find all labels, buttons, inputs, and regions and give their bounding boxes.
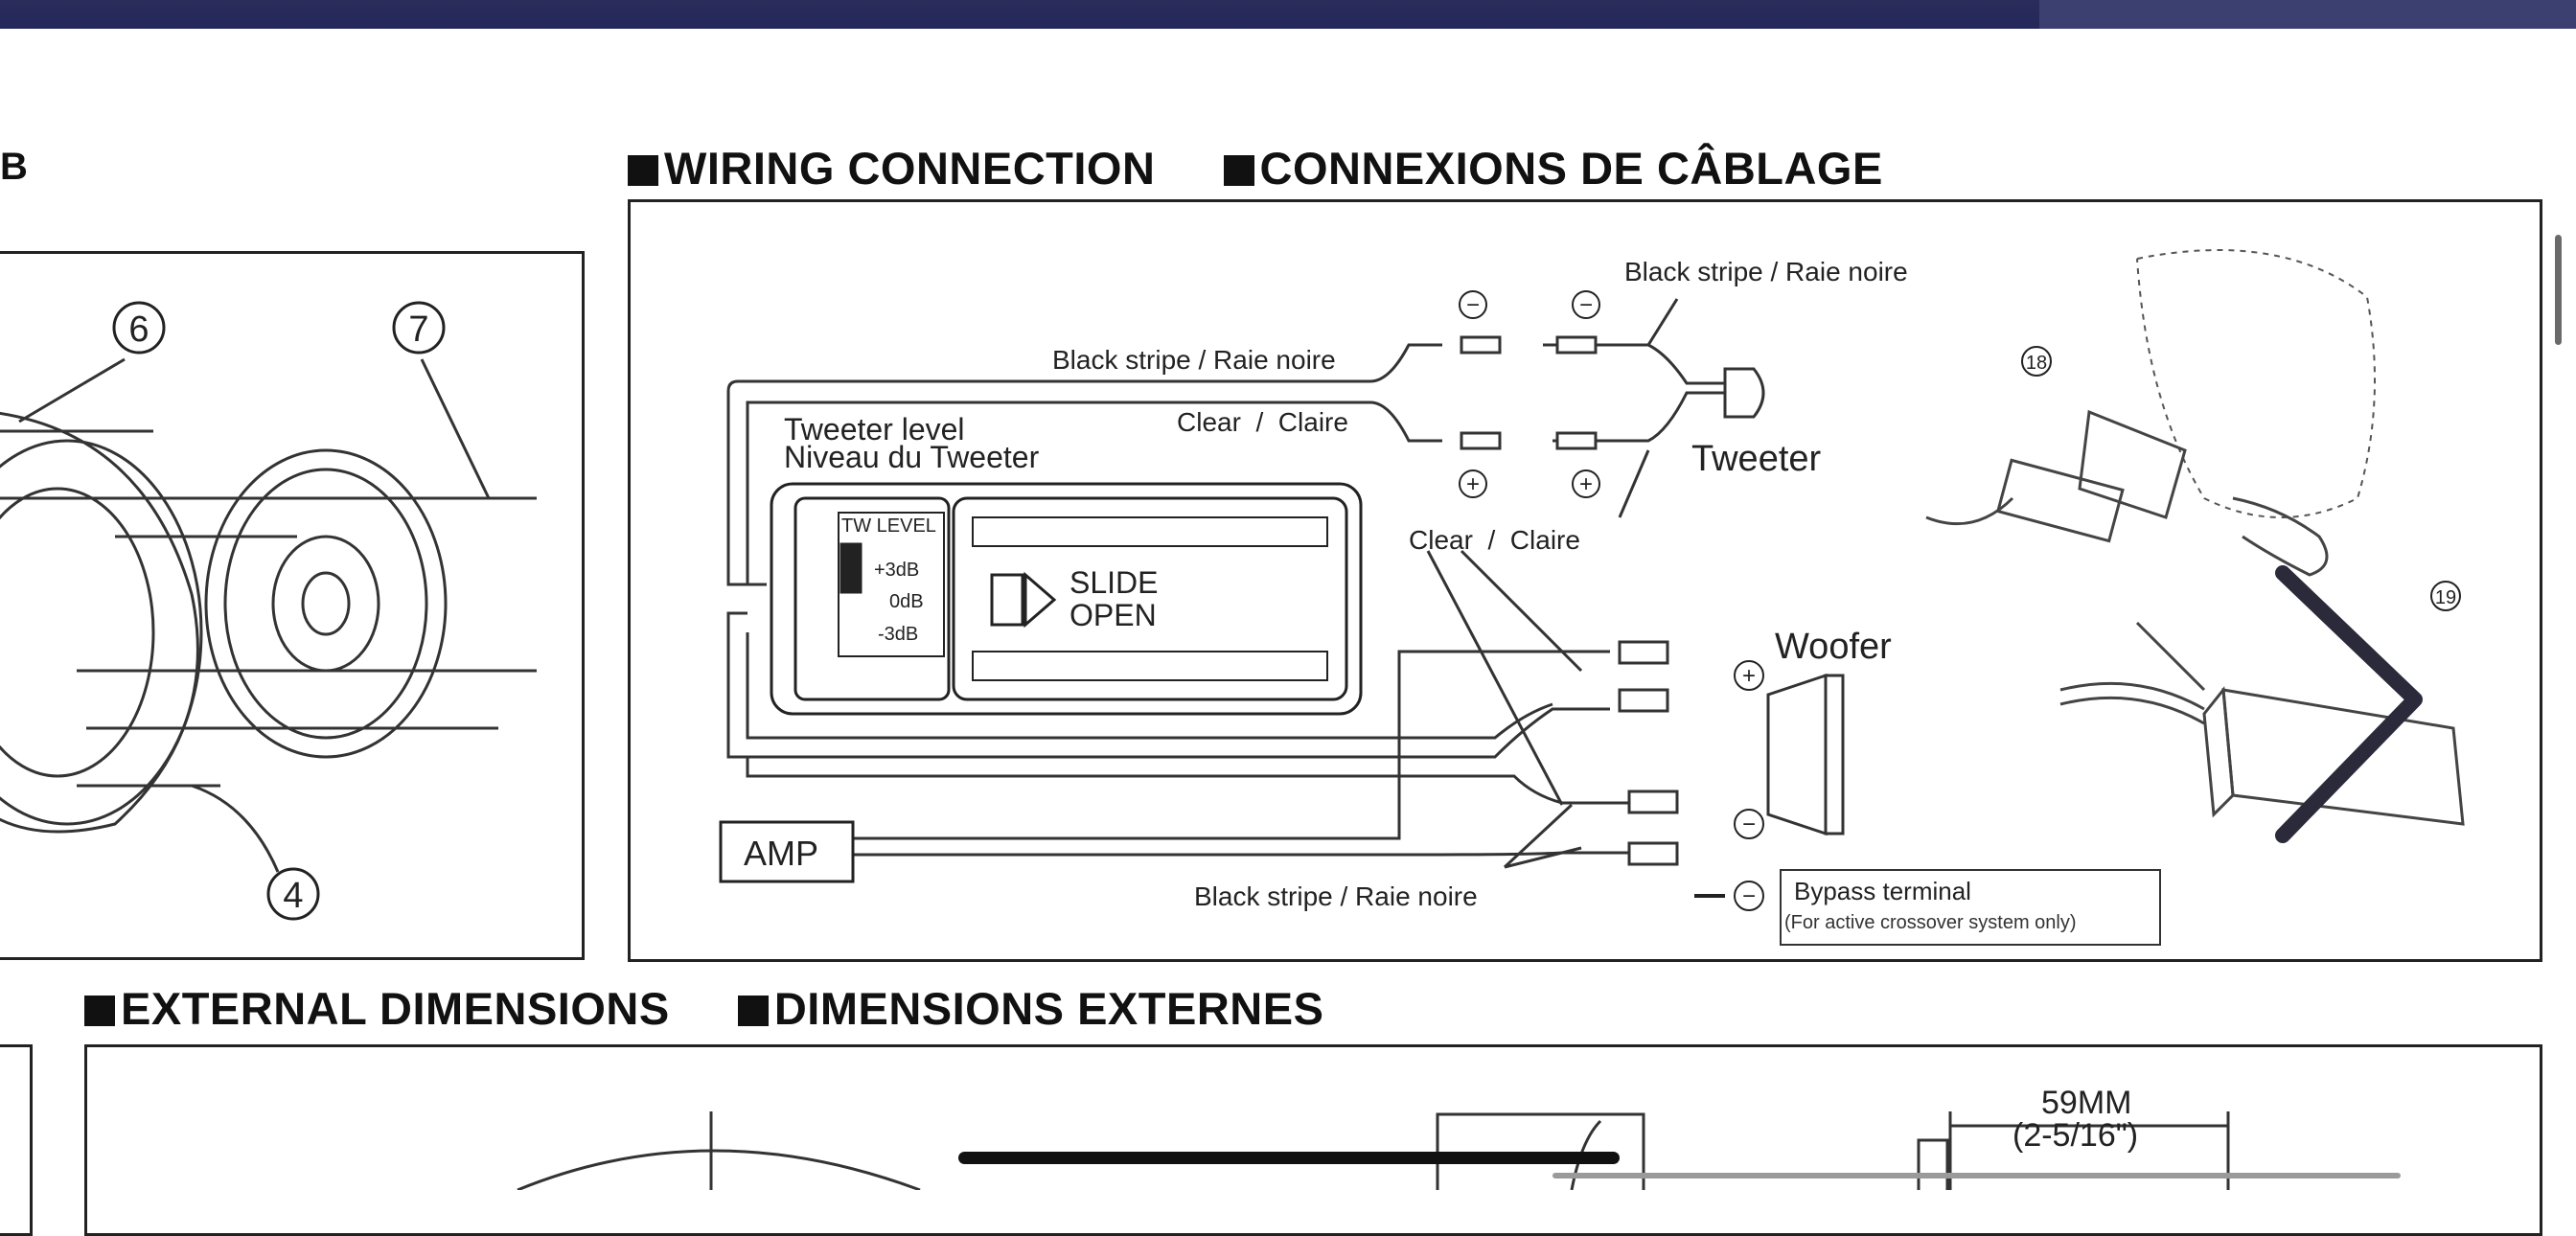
label-black-stripe-bottom: Black stripe / Raie noire (1194, 881, 1478, 911)
install-sketch-crossover (2059, 621, 2465, 826)
label-clear-top: Clear / Claire (1177, 407, 1348, 437)
label-tweeter-level: Tweeter level (784, 412, 965, 446)
svg-text:19: 19 (2435, 587, 2456, 608)
manual-diagram: 6 7 4 (0, 249, 2465, 1190)
heading-square-icon (737, 996, 769, 1026)
label-tw-level: TW LEVEL (841, 515, 936, 537)
scrub-bar[interactable] (1552, 1173, 2401, 1179)
svg-text:7: 7 (408, 309, 428, 350)
amp-box (719, 820, 855, 883)
heading-square-icon (1223, 155, 1254, 186)
top-bar-segment (2039, 0, 2576, 29)
exploded-callouts: 6 7 4 (112, 301, 446, 921)
wire-connectors (1460, 335, 1845, 866)
left-heading-fragment: B (0, 146, 29, 188)
svg-text:4: 4 (283, 876, 303, 916)
chevron-right-icon[interactable] (2262, 565, 2434, 853)
label-niveau-tweeter: Niveau du Tweeter (784, 440, 1040, 474)
label-dimension-mm: 59MM (2041, 1085, 2132, 1121)
label-minus3db: -3dB (878, 624, 919, 645)
dimensions-heading: EXTERNAL DIMENSIONS DIMENSIONS EXTERNES (84, 982, 1323, 1035)
svg-text:18: 18 (2026, 353, 2047, 374)
exploded-view-panel (0, 251, 585, 960)
svg-text:+: + (1579, 471, 1593, 497)
wiring-heading: WIRING CONNECTION CONNEXIONS DE CÂBLAGE (628, 142, 1883, 195)
label-clear-mid: Clear / Claire (1409, 525, 1580, 555)
scrollbar-thumb[interactable] (2555, 235, 2562, 345)
label-slide: SLIDE (1070, 565, 1159, 600)
label-dimension-in: (2-5/16") (2012, 1117, 2139, 1154)
label-bypass-terminal: Bypass terminal (1794, 877, 1971, 905)
install-sketch-tweeter (1925, 409, 2329, 577)
label-black-stripe-left: Black stripe / Raie noire (1052, 345, 1336, 375)
wiring-markers (1459, 290, 2461, 911)
label-open: OPEN (1070, 598, 1157, 632)
heading-square-icon (84, 996, 115, 1026)
wiring-sign-labels: − − + + + − − 18 19 (1466, 292, 2456, 909)
label-0db: 0dB (889, 591, 924, 612)
label-black-stripe-top: Black stripe / Raie noire (1624, 257, 1908, 286)
svg-text:−: − (1466, 292, 1480, 318)
svg-text:+: + (1742, 663, 1756, 689)
svg-text:+: + (1466, 471, 1480, 497)
top-bar (0, 0, 2576, 29)
bypass-terminal-box (1780, 869, 2161, 946)
label-woofer: Woofer (1775, 627, 1892, 667)
install-sketch-door (2136, 249, 2376, 518)
exploded-speaker-drawing (0, 357, 537, 873)
label-bypass-note: (For active crossover system only) (1784, 912, 2077, 933)
label-tweeter: Tweeter (1691, 439, 1822, 479)
wiring-panel (628, 199, 2542, 962)
svg-text:−: − (1579, 292, 1593, 318)
svg-text:−: − (1742, 883, 1756, 909)
svg-text:−: − (1742, 812, 1756, 837)
home-indicator[interactable] (958, 1152, 1620, 1164)
wiring-cables (726, 298, 1725, 869)
label-plus3db: +3dB (874, 560, 920, 581)
heading-square-icon (628, 155, 658, 186)
label-amp: AMP (744, 834, 819, 873)
svg-text:6: 6 (128, 309, 149, 350)
crossover-box (770, 482, 1363, 716)
